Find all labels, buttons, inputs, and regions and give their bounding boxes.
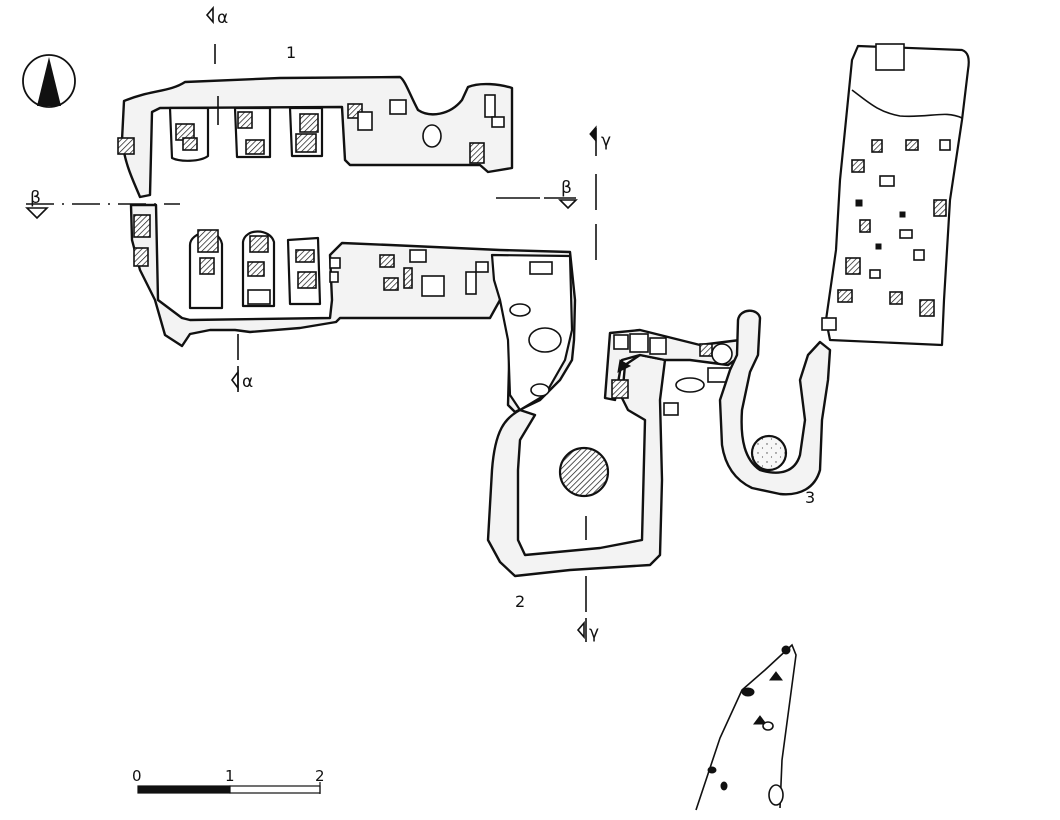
- section-label-alpha-bottom: α: [242, 372, 253, 392]
- structure-label-3: 3: [805, 488, 815, 507]
- section-label-beta-right: β: [561, 178, 572, 198]
- stone-rubble: [707, 645, 791, 806]
- east-enclosure-outline: [824, 44, 970, 347]
- structure-2-wall: [486, 353, 667, 578]
- south-fragment-outline: [695, 643, 797, 811]
- structure-1-wall: [120, 75, 514, 199]
- scale-bar-empty-segment: [229, 785, 321, 794]
- structure-2-hearth: [558, 446, 610, 498]
- structure-label-2: 2: [515, 592, 525, 611]
- section-label-alpha-top: α: [217, 8, 228, 28]
- structure-3-wall: [718, 309, 832, 496]
- structure-2: [486, 328, 744, 578]
- scale-bar: 0 1 2: [132, 767, 325, 794]
- section-label-beta-left: β: [30, 188, 41, 208]
- scale-tick-0: 0: [132, 767, 142, 785]
- scale-tick-1: 1: [225, 767, 235, 785]
- scale-tick-2: 2: [315, 767, 325, 785]
- section-line-gamma: [576, 125, 597, 642]
- section-label-gamma-bottom: γ: [589, 623, 599, 643]
- section-line-alpha: [205, 5, 239, 392]
- structure-1: [117, 75, 577, 414]
- stone-rubble: [117, 94, 562, 397]
- structure-1-cell: [286, 236, 322, 306]
- structure-3-hearth: [750, 434, 788, 472]
- section-label-gamma-top: γ: [601, 131, 611, 151]
- stone-rubble: [821, 43, 951, 331]
- structure-east-enclosure: [821, 43, 970, 347]
- north-arrow-icon: [22, 54, 76, 108]
- structure-south-fragment: [695, 643, 797, 811]
- structure-label-1: 1: [286, 43, 296, 62]
- stone-rubble: [611, 333, 733, 416]
- scale-bar-filled-segment: [137, 785, 231, 794]
- structure-3: [718, 309, 832, 496]
- section-line-beta: [25, 197, 578, 220]
